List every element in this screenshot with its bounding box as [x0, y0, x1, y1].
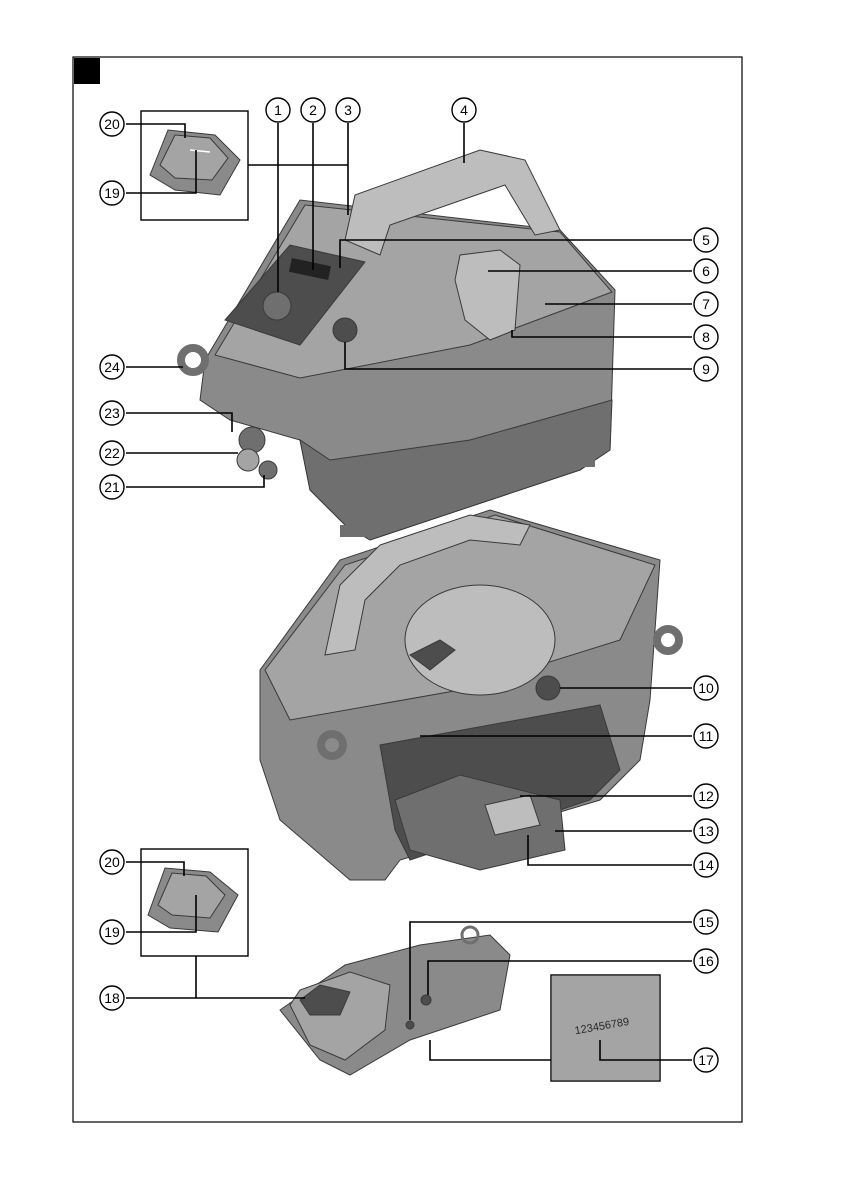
callout-14: 14: [694, 853, 718, 877]
callout-label: 6: [702, 263, 710, 279]
remote-control-view: [280, 927, 510, 1075]
callout-label: 11: [699, 728, 714, 744]
callout-label: 9: [702, 361, 710, 377]
callout-19-top: 19: [100, 181, 124, 205]
callout-10: 10: [694, 676, 718, 700]
lifting-eye-left: [181, 348, 205, 372]
figure-corner-marker: [74, 58, 100, 84]
callout-label: 10: [698, 680, 714, 696]
callout-2: 2: [301, 98, 325, 122]
callout-label: 19: [104, 924, 120, 940]
callout-label: 13: [698, 823, 714, 839]
callout-16: 16: [694, 949, 718, 973]
callout-3: 3: [336, 98, 360, 122]
callout-13: 13: [694, 819, 718, 843]
callout-11: 11: [694, 724, 718, 748]
callout-9: 9: [694, 357, 718, 381]
callout-label: 16: [698, 953, 714, 969]
callout-20-bottom: 20: [100, 850, 124, 874]
callout-label: 18: [104, 990, 120, 1006]
callout-label: 21: [104, 479, 120, 495]
callout-label: 22: [104, 445, 120, 461]
selector-knob: [263, 292, 291, 320]
callout-label: 15: [698, 914, 714, 930]
inset-remote-top: [141, 111, 248, 220]
callout-20-top: 20: [100, 112, 124, 136]
callout-label: 3: [344, 102, 352, 118]
callout-5: 5: [694, 228, 718, 252]
callout-label: 1: [274, 102, 282, 118]
callout-15: 15: [694, 910, 718, 934]
callout-label: 17: [698, 1052, 714, 1068]
callout-label: 23: [104, 405, 120, 421]
callout-label: 12: [698, 788, 714, 804]
callout-label: 14: [698, 857, 714, 873]
callout-label: 19: [104, 185, 120, 201]
callout-label: 2: [309, 102, 317, 118]
device-rear-view: [260, 510, 679, 880]
callout-label: 20: [104, 854, 120, 870]
callout-24: 24: [100, 355, 124, 379]
callout-label: 20: [104, 116, 120, 132]
filler-cap: [333, 318, 357, 342]
callout-19-bottom: 19: [100, 920, 124, 944]
callout-label: 24: [104, 359, 120, 375]
callout-4: 4: [452, 98, 476, 122]
callout-1: 1: [266, 98, 290, 122]
remote-port: [536, 676, 560, 700]
serial-number-inset: 123456789: [551, 975, 660, 1081]
callout-23: 23: [100, 401, 124, 425]
callout-21: 21: [100, 475, 124, 499]
callout-7: 7: [694, 292, 718, 316]
callout-label: 5: [702, 232, 710, 248]
callout-label: 8: [702, 329, 710, 345]
callout-label: 7: [702, 296, 710, 312]
callout-18: 18: [100, 986, 124, 1010]
coupler-cap: [259, 461, 277, 479]
inset-remote-bottom: [141, 849, 248, 956]
callout-12: 12: [694, 784, 718, 808]
callout-label: 4: [460, 102, 468, 118]
coupler-return: [239, 427, 265, 453]
callout-17: 17: [694, 1048, 718, 1072]
device-top-view: [181, 150, 615, 540]
callout-8: 8: [694, 325, 718, 349]
callout-6: 6: [694, 259, 718, 283]
callout-22: 22: [100, 441, 124, 465]
coupler-pressure: [237, 449, 259, 471]
